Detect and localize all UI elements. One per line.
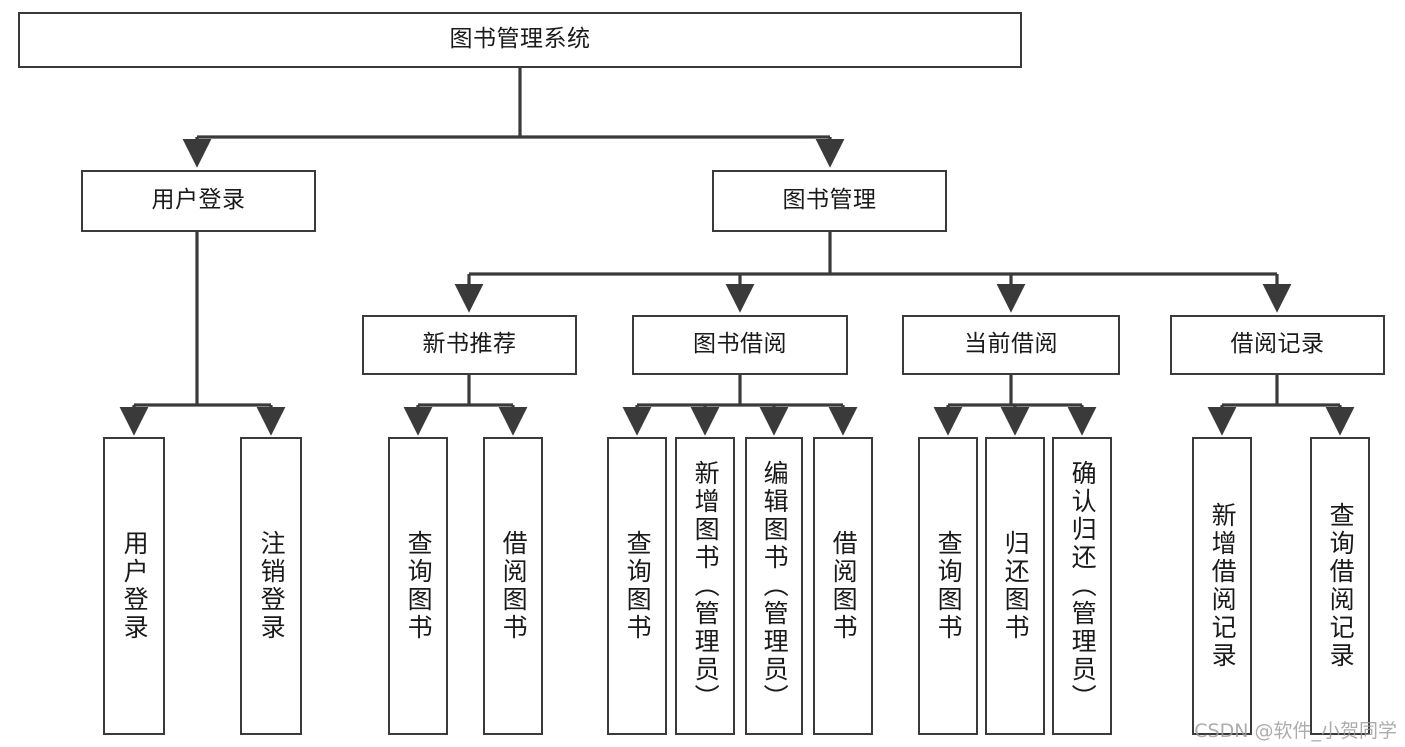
node-new-book-recommendation[interactable]: 新书推荐 [362,315,577,375]
node-label: 用户登录 [120,530,150,642]
leaf-borrow-books-borrowing[interactable]: 借阅图书 [813,437,873,735]
node-label: 借阅图书 [499,530,529,642]
node-label: 确认归还（管理员） [1068,460,1098,712]
node-book-borrowing[interactable]: 图书借阅 [632,315,848,375]
node-label: 新增图书（管理员） [691,460,721,712]
node-label: 新增借阅记录 [1208,502,1238,670]
node-label: 新书推荐 [422,331,517,358]
node-label: 编辑图书（管理员） [760,460,790,712]
leaf-confirm-return-admin[interactable]: 确认归还（管理员） [1052,437,1112,735]
leaf-add-borrowing-record[interactable]: 新增借阅记录 [1192,437,1252,735]
node-current-borrowing[interactable]: 当前借阅 [902,315,1120,375]
leaf-user-login[interactable]: 用户登录 [103,437,165,735]
node-user-login[interactable]: 用户登录 [81,170,316,232]
node-label: 借阅记录 [1230,331,1325,358]
node-borrowing-records[interactable]: 借阅记录 [1170,315,1385,375]
node-label: 查询借阅记录 [1326,502,1356,670]
node-label: 查询图书 [404,530,434,642]
leaf-return-books[interactable]: 归还图书 [985,437,1045,735]
leaf-add-book-admin[interactable]: 新增图书（管理员） [675,437,735,735]
node-label: 归还图书 [1001,530,1031,642]
leaf-borrow-books-recommendation[interactable]: 借阅图书 [483,437,543,735]
node-label: 借阅图书 [829,530,859,642]
leaf-query-borrowing-record[interactable]: 查询借阅记录 [1310,437,1370,735]
leaf-query-books-current[interactable]: 查询图书 [918,437,978,735]
node-root-book-management-system[interactable]: 图书管理系统 [18,12,1022,68]
node-label: 注销登录 [257,530,287,642]
node-label: 查询图书 [934,530,964,642]
leaf-query-books-recommendation[interactable]: 查询图书 [388,437,448,735]
node-label: 用户登录 [151,187,246,214]
node-label: 当前借阅 [964,331,1058,358]
node-book-management[interactable]: 图书管理 [712,170,947,232]
leaf-edit-book-admin[interactable]: 编辑图书（管理员） [745,437,803,735]
node-label: 图书管理 [782,187,877,214]
leaf-logout[interactable]: 注销登录 [240,437,302,735]
csdn-watermark: CSDN @软件_小贺同学 [1194,720,1397,742]
node-label: 查询图书 [623,530,653,642]
node-label: 图书管理系统 [449,26,591,53]
node-label: 图书借阅 [693,331,787,358]
leaf-query-books-borrowing[interactable]: 查询图书 [607,437,667,735]
